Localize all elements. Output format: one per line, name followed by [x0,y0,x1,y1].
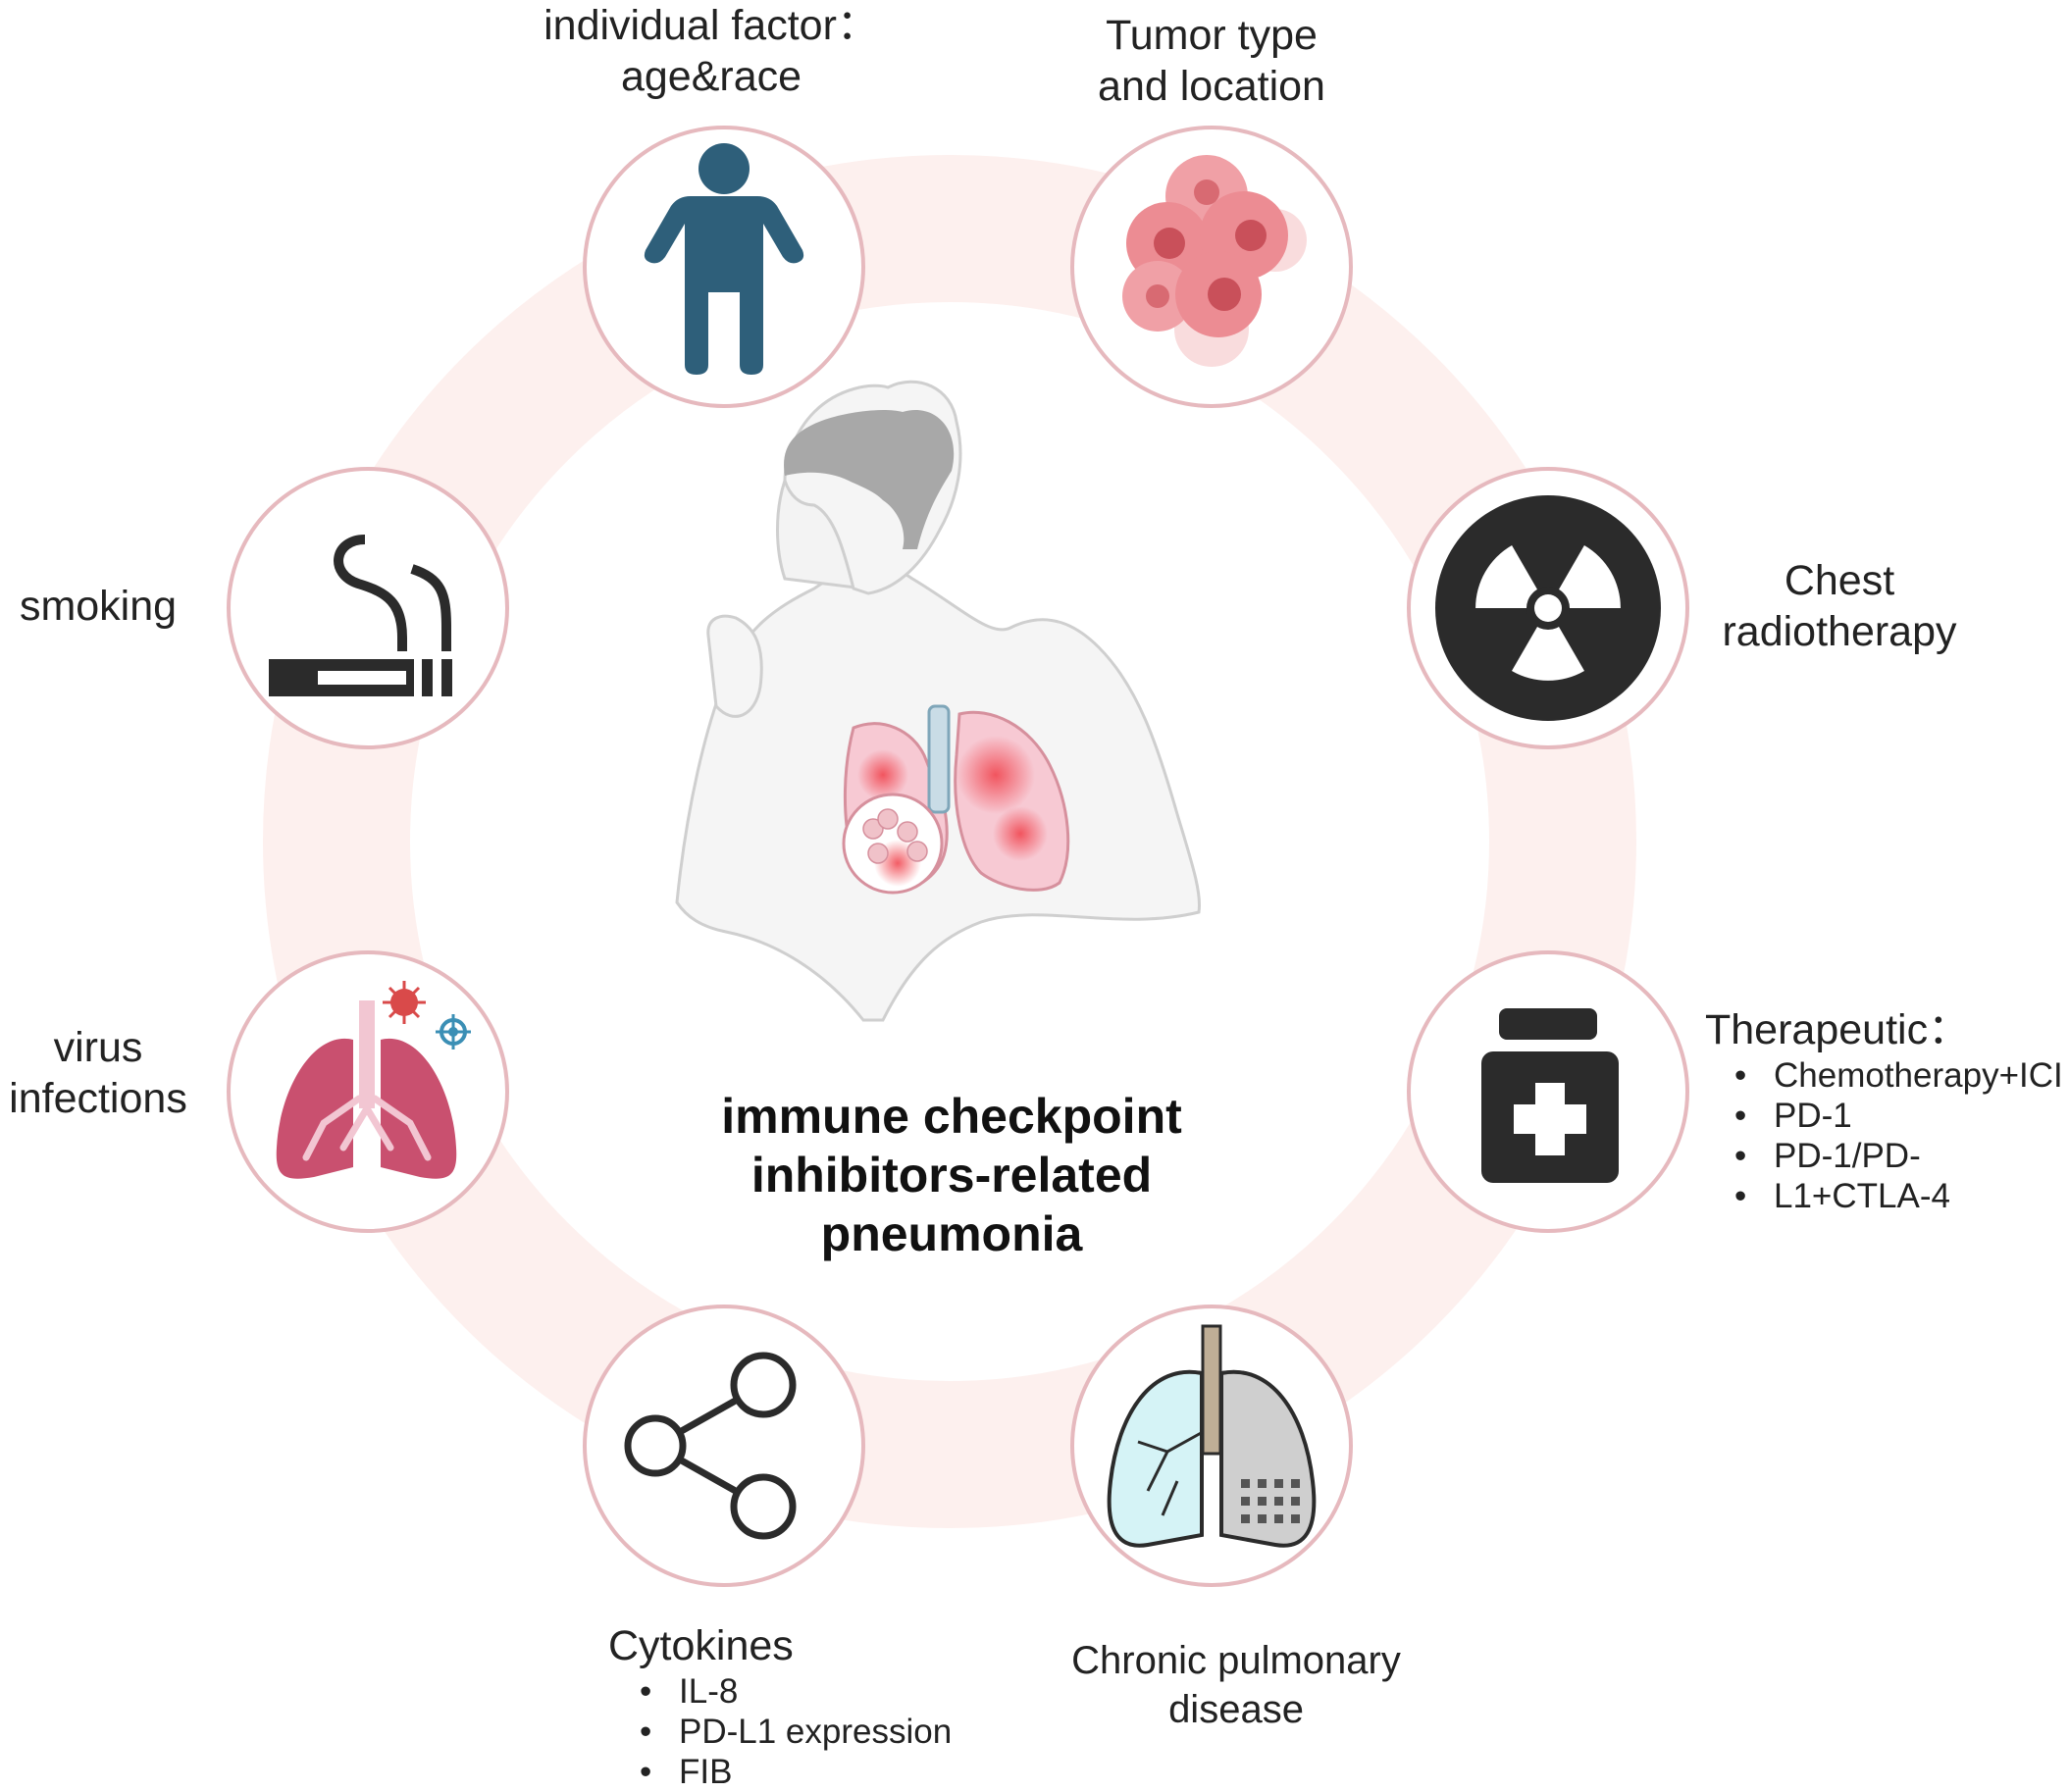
person-icon [644,143,804,375]
label-therapeutic: Therapeutic： Chemotherapy+ICI PD-1 PD-1/… [1705,1004,2068,1216]
cytokines-title: Cytokines [608,1622,794,1669]
list-item: Chemotherapy+ICI [1734,1055,2068,1096]
label-radiotherapy: Chest radiotherapy [1722,557,1957,655]
tumor-cells-icon [1122,155,1307,367]
label-virus: virus infections [9,1024,187,1122]
cytokines-list: IL-8 PD-L1 expression FIB [608,1671,1001,1792]
medicine-bottle-icon [1481,1008,1619,1183]
therapeutic-title: Therapeutic： [1705,1006,1971,1053]
list-item: PD-L1 expression [640,1712,1001,1752]
label-individual: individual factor： age&race [543,2,879,100]
label-cytokines: Cytokines IL-8 PD-L1 expression FIB [608,1620,1001,1792]
coughing-person-illustration [675,380,1202,1022]
damaged-lungs-icon [1107,1324,1317,1548]
list-item: FIB [640,1752,1001,1792]
center-title: immune checkpoint inhibitors-related pne… [721,1089,1182,1261]
infected-lungs-icon [276,981,471,1179]
list-item: PD-1 [1734,1096,2068,1136]
list-item: IL-8 [640,1671,1001,1712]
circle-smoking [227,467,509,749]
share-network-icon [624,1352,797,1540]
background-ring [263,155,1636,1528]
cigarette-icon [269,535,452,696]
bacteria-icon [436,1014,471,1050]
label-smoking: smoking [19,583,178,630]
radiation-icon [1435,495,1661,721]
label-chronic: Chronic pulmonary disease [1071,1639,1401,1731]
list-item: PD-1/PD- [1734,1136,2068,1176]
therapeutic-list: Chemotherapy+ICI PD-1 PD-1/PD- L1+CTLA-4 [1705,1055,2068,1216]
virus-icon [383,981,426,1024]
label-tumor: Tumor type and location [1098,12,1325,110]
list-item: L1+CTLA-4 [1734,1176,2068,1216]
